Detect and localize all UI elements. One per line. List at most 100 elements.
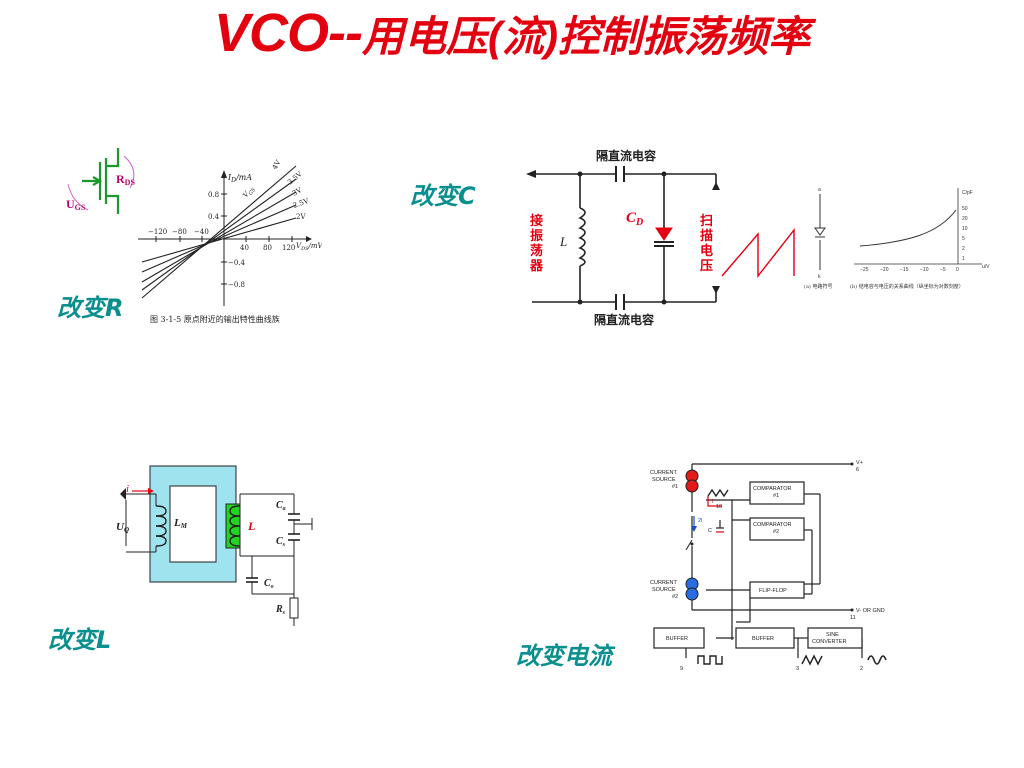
cv-ytick: 10	[962, 226, 968, 232]
anode-label: a	[818, 187, 821, 193]
pin9-label: 9	[680, 666, 683, 672]
cv-xtick: −25	[860, 267, 869, 273]
vminus-label: V- OR GND	[856, 608, 885, 614]
vplus-pin-label: 6	[856, 467, 859, 473]
buffer2-label: BUFFER	[752, 636, 774, 642]
ytick-label: 0.4	[208, 213, 220, 221]
figure-jfet-curves: RDS UGS −120 −80 −40 40 80 120 0.8 0.4 −…	[66, 148, 322, 324]
tank-capacitors	[246, 513, 300, 583]
vplus-label: V+	[856, 460, 863, 466]
xtick-label: −120	[148, 228, 167, 236]
cs1-label: #1	[672, 484, 678, 490]
label-change-l: 改变L	[48, 626, 112, 654]
vds-label: VDS/mV	[296, 242, 322, 252]
cv-ytick: 1	[962, 256, 965, 262]
cathode-label: k	[818, 274, 821, 280]
title-text: 用电压(流)控制振荡频率	[362, 13, 810, 60]
square-wave-icon	[697, 655, 723, 665]
jfet-tick-labels: −120 −80 −40 40 80 120 0.8 0.4 −0.4 −0.8	[148, 191, 295, 289]
vgs-label: VGS	[241, 184, 257, 200]
current-arrow	[148, 488, 154, 494]
magnetic-core	[149, 465, 237, 583]
rds-arc	[123, 155, 135, 189]
varactor-wires	[532, 173, 717, 303]
sawtooth-waveform	[721, 227, 795, 279]
varactor-diode	[654, 227, 674, 247]
primary-coil	[155, 505, 167, 547]
label-change-r: 改变R	[57, 294, 124, 322]
l-label: L	[247, 519, 255, 533]
pin2-label: 2	[860, 666, 863, 672]
jfet-caption: 图 3-1-5 原点附近的输出特性曲线族	[150, 314, 280, 324]
ytick-label: 0.8	[208, 191, 219, 199]
curve-4v	[141, 165, 297, 299]
cv-ytick: 50	[962, 206, 968, 212]
rs-label: Rs	[275, 604, 286, 616]
resistor-rs	[289, 597, 299, 619]
cs1-label: SOURCE	[652, 477, 676, 483]
figure-varactor-circuit: 隔直流电容 隔直流电容 L CD	[526, 148, 720, 327]
jfet-grid-ticks	[155, 193, 293, 285]
scan-arrow-down	[712, 286, 720, 294]
c-label: C	[708, 528, 712, 534]
current-source-2-bottom	[685, 587, 699, 601]
cv-xtick: −10	[920, 267, 929, 273]
xtick-label: 80	[263, 244, 272, 252]
cv-curve	[859, 209, 957, 247]
inductor-wires	[125, 493, 313, 626]
comparator-1-block	[749, 481, 805, 505]
curve-35v	[141, 178, 297, 291]
lm-label: LM	[173, 517, 188, 530]
cv-ytick: 2	[962, 246, 965, 252]
cs-label: Cs	[276, 536, 286, 548]
i2-label: 2I	[698, 518, 703, 524]
curve-labels: 4V 3.5V 3V 2.5V 2V VGS	[241, 158, 310, 221]
rds-label: RDS	[116, 172, 135, 187]
cv-xtick: −15	[900, 267, 909, 273]
coupling-capacitors	[615, 166, 625, 310]
uq-label: UQ	[116, 521, 129, 534]
input-arrow	[526, 170, 536, 178]
flip-flop-block	[749, 581, 805, 599]
comp1-label: COMPARATOR	[753, 486, 792, 492]
inductor-coil	[578, 207, 586, 267]
cv-xtick: −20	[880, 267, 889, 273]
secondary-coil	[229, 505, 241, 547]
cv-ytick: 20	[962, 216, 968, 222]
curve-label: 2V	[296, 213, 306, 221]
pin3-label: 3	[796, 666, 799, 672]
triangle-wave-icon	[707, 488, 729, 498]
x-arrow	[306, 236, 312, 242]
cv-xtick: −5	[940, 267, 946, 273]
curve-3v	[141, 191, 297, 283]
sine-converter-block	[807, 627, 863, 649]
page-title: VCO--用电压(流)控制振荡频率	[0, 2, 1024, 64]
jfet-curve-family	[141, 165, 297, 299]
y-arrow	[221, 170, 227, 178]
buffer-2-block	[735, 627, 795, 649]
xtick-label: 40	[240, 244, 249, 252]
cv-ytick: 5	[962, 236, 965, 242]
symbol-caption: (a) 电路符号	[804, 283, 832, 290]
comp2-label: #2	[773, 529, 779, 535]
sine-wave-icon	[867, 655, 887, 665]
junction-dot	[577, 171, 583, 177]
junction-dot	[661, 299, 667, 305]
ca-label: Ca	[276, 500, 286, 512]
varactor-symbol	[814, 194, 826, 270]
cv-y-label: C/pF	[962, 190, 973, 196]
curve-25v	[141, 204, 297, 273]
block-wires	[685, 463, 863, 658]
buffer1-label: BUFFER	[666, 636, 688, 642]
curve-label: 3V	[291, 186, 304, 198]
sine-label: CONVERTER	[812, 639, 846, 645]
curve-label: 2.5V	[292, 197, 311, 210]
switch-arm	[685, 539, 693, 551]
scan-arrow-up	[712, 182, 720, 190]
current-label: i	[126, 483, 129, 495]
cs2-label: CURRENT	[650, 580, 678, 586]
vplus-pin	[850, 462, 854, 466]
figure-vco-block-diagram: CURRENT SOURCE #1 CURRENT SOURCE #2 COMP…	[650, 460, 887, 672]
current-arrow-red	[707, 496, 722, 507]
co-label: Co	[264, 578, 274, 590]
